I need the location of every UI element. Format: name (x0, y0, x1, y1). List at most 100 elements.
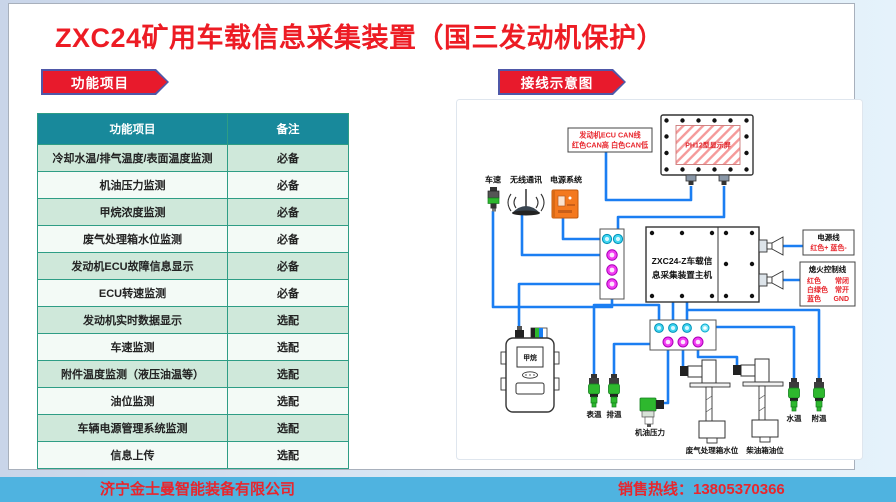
function-items-banner: 功能项目 (41, 69, 169, 95)
remark-cell: 选配 (227, 441, 349, 469)
power-line-note: 电源线 红色+ 蓝色- (802, 229, 855, 256)
svg-text:电源线: 电源线 (817, 232, 840, 242)
wifi-antenna-icon (507, 189, 545, 216)
power-system-label: 电源系统 (550, 175, 582, 185)
function-table: 功能项目 备注 冷却水温/排气温度/表面温度监测必备机油压力监测必备甲烷浓度监测… (37, 113, 349, 469)
wiring-diagram-svg: 发动机ECU CAN线 红色CAN高 白色CAN低 PH12型显示屏 车速 无线… (456, 99, 863, 460)
svg-text:白绿色: 白绿色 (807, 285, 828, 294)
exhaust-temp-sensor-icon (608, 374, 620, 408)
attach-temp-sensor-icon (813, 378, 825, 412)
oil-pressure-label: 机油压力 (635, 427, 665, 437)
kill-plug-icon (758, 270, 784, 290)
remark-cell: 必备 (227, 171, 349, 199)
table-row: 油位监测选配 (37, 387, 349, 415)
svg-text:红色: 红色 (807, 276, 821, 285)
table-row: 甲烷浓度监测必备 (37, 198, 349, 226)
remark-cell: 必备 (227, 198, 349, 226)
main-unit-label-1: ZXC24-Z车载信 (652, 255, 713, 266)
function-name-cell: 车辆电源管理系统监测 (37, 414, 228, 442)
function-name-cell: ECU转速监测 (37, 279, 228, 307)
svg-text:GND: GND (833, 296, 849, 303)
surface-temp-sensor-icon (588, 374, 600, 408)
function-name-cell: 附件温度监测（液压油温等） (37, 360, 228, 388)
svg-text:常闭: 常闭 (835, 276, 849, 285)
remark-cell: 选配 (227, 360, 349, 388)
table-row: 冷却水温/排气温度/表面温度监测必备 (37, 144, 349, 172)
function-name-cell: 机油压力监测 (37, 171, 228, 199)
remark-cell: 必备 (227, 144, 349, 172)
svg-text:红色+ 蓝色-: 红色+ 蓝色- (810, 243, 847, 252)
speed-sensor-icon (487, 187, 500, 212)
table-header-row: 功能项目 备注 (37, 113, 349, 145)
attach-temp-label: 附温 (812, 413, 827, 423)
col-header-function: 功能项目 (37, 113, 228, 145)
remark-cell: 选配 (227, 387, 349, 415)
main-unit: ZXC24-Z车载信 息采集装置主机 (645, 226, 760, 303)
svg-text:红色CAN高 白色CAN低: 红色CAN高 白色CAN低 (572, 141, 649, 150)
power-box-icon (551, 189, 579, 219)
table-row: 废气处理箱水位监测必备 (37, 225, 349, 253)
function-name-cell: 车速监测 (37, 333, 228, 361)
table-row: 机油压力监测必备 (37, 171, 349, 199)
function-name-cell: 油位监测 (37, 387, 228, 415)
remark-cell: 必备 (227, 225, 349, 253)
kill-control-note: 熄火控制线 红色 常闭 白绿色 常开 蓝色 GND (799, 261, 856, 307)
wiring-diagram-banner-label: 接线示意图 (500, 71, 624, 93)
remark-cell: 选配 (227, 306, 349, 334)
function-items-banner-label: 功能项目 (43, 71, 167, 93)
wires (491, 152, 821, 405)
oil-pressure-sensor-icon (639, 397, 664, 427)
svg-text:常开: 常开 (835, 285, 849, 294)
main-unit-bolts (649, 230, 755, 299)
company-name: 济宁金士曼智能装备有限公司 (100, 481, 296, 498)
water-level-label: 废气处理箱水位 (686, 445, 739, 455)
table-row: 发动机ECU故障信息显示必备 (37, 252, 349, 280)
function-table-body: 冷却水温/排气温度/表面温度监测必备机油压力监测必备甲烷浓度监测必备废气处理箱水… (37, 144, 349, 469)
footer-bar: 济宁金士曼智能装备有限公司 销售热线：13805370366 (0, 477, 896, 502)
ecu-can-note: 发动机ECU CAN线 红色CAN高 白色CAN低 (567, 127, 653, 153)
content-card: ZXC24矿用车载信息采集装置（国三发动机保护） 功能项目 接线示意图 功能项目… (8, 3, 863, 470)
main-unit-label-2: 息采集装置主机 (652, 269, 713, 280)
wiring-diagram-banner: 接线示意图 (498, 69, 626, 95)
sales-hotline: 销售热线：13805370366 (618, 481, 785, 498)
speed-label: 车速 (485, 175, 501, 185)
methane-device: 甲烷 (500, 326, 560, 413)
wiring-diagram: 发动机ECU CAN线 红色CAN高 白色CAN低 PH12型显示屏 车速 无线… (456, 93, 896, 467)
connector-strip-vertical (599, 228, 625, 300)
display-screen (675, 125, 741, 165)
power-plug-icon (758, 236, 784, 256)
table-row: 附件温度监测（液压油温等）选配 (37, 360, 349, 388)
table-row: ECU转速监测必备 (37, 279, 349, 307)
remark-cell: 必备 (227, 279, 349, 307)
function-name-cell: 废气处理箱水位监测 (37, 225, 228, 253)
surface-temp-label: 表温 (587, 409, 602, 419)
water-level-sensor-icon (680, 359, 731, 444)
function-name-cell: 发动机实时数据显示 (37, 306, 228, 334)
function-name-cell: 甲烷浓度监测 (37, 198, 228, 226)
display-label: PH12型显示屏 (685, 141, 731, 150)
water-temp-sensor-icon (788, 378, 800, 412)
fuel-level-label: 柴油箱油位 (745, 445, 784, 455)
exhaust-temp-label: 排温 (607, 409, 622, 419)
function-name-cell: 冷却水温/排气温度/表面温度监测 (37, 144, 228, 172)
display-unit: PH12型显示屏 (660, 114, 754, 185)
function-name-cell: 发动机ECU故障信息显示 (37, 252, 228, 280)
table-row: 车辆电源管理系统监测选配 (37, 414, 349, 442)
table-row: 信息上传选配 (37, 441, 349, 469)
water-temp-label: 水温 (787, 413, 802, 423)
page-title: ZXC24矿用车载信息采集装置（国三发动机保护） (55, 23, 665, 53)
methane-label: 甲烷 (523, 353, 537, 362)
remark-cell: 选配 (227, 333, 349, 361)
svg-text:熄火控制线: 熄火控制线 (809, 264, 847, 274)
svg-text:蓝色: 蓝色 (807, 294, 821, 303)
fuel-level-sensor-icon (733, 358, 784, 443)
function-name-cell: 信息上传 (37, 441, 228, 469)
connector-strip-horizontal (649, 319, 717, 351)
remark-cell: 必备 (227, 252, 349, 280)
table-row: 发动机实时数据显示选配 (37, 306, 349, 334)
table-row: 车速监测选配 (37, 333, 349, 361)
wireless-label: 无线通讯 (509, 175, 542, 185)
svg-text:发动机ECU CAN线: 发动机ECU CAN线 (578, 131, 641, 140)
remark-cell: 选配 (227, 414, 349, 442)
col-header-remark: 备注 (227, 113, 349, 145)
